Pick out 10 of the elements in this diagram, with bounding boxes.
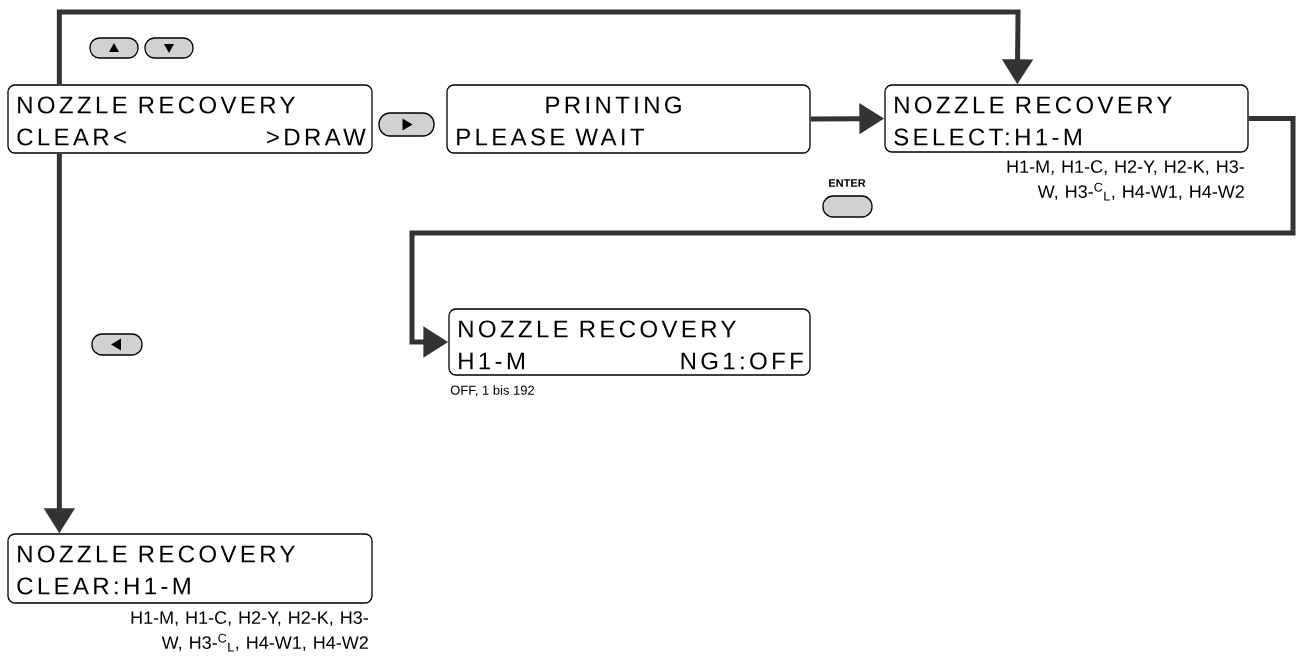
option-list: H1-M, H1-C, H2-Y, H2-K, H3-W, H3-$^{C}$$_{L}$, H4-W1, H4-W2	[1007, 160, 1244, 201]
value-range-note: OFF, 1 bis 192	[450, 385, 535, 397]
option-list: H1-M, H1-C, H2-Y, H2-K, H3-W, H3-$^{C}$$_{L}$, H4-W1, H4-W2	[131, 611, 368, 652]
key-label: ENTER	[829, 179, 866, 187]
lcd-display: PRINTING PLEASE WAIT	[446, 84, 811, 154]
lcd-display: NOZZLE RECOVERY CLEAR< >DRAW	[7, 84, 373, 154]
lcd-display: NOZZLE RECOVERY H1-M NG1:OFF	[448, 308, 811, 376]
lcd-display: NOZZLE RECOVERY SELECT:H1-M	[884, 84, 1249, 153]
lcd-display: NOZZLE RECOVERY CLEAR:H1-M	[7, 533, 373, 604]
arrow	[56, 9, 1034, 85]
